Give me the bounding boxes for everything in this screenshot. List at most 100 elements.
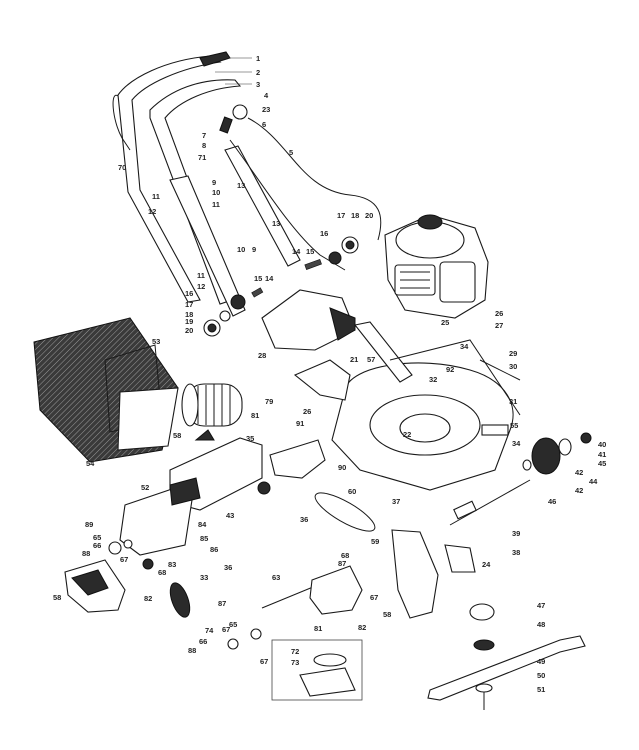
callout-36b: 36 <box>224 563 232 572</box>
callout-67b: 67 <box>370 593 378 602</box>
svg-text:90: 90 <box>338 463 346 472</box>
callout-21: 21 <box>350 355 358 364</box>
callout-68a: 68 <box>158 568 166 577</box>
svg-text:51: 51 <box>537 685 545 694</box>
svg-text:58: 58 <box>53 593 61 602</box>
callout-45: 45 <box>598 459 606 468</box>
svg-text:87: 87 <box>338 559 346 568</box>
callout-10a: 10 <box>212 188 220 197</box>
callout-42b: 42 <box>575 486 583 495</box>
rear-axle <box>449 479 531 526</box>
deck-label: 22 <box>403 430 411 439</box>
lower-handle-right <box>224 145 301 267</box>
svg-text:66: 66 <box>93 541 101 550</box>
callout-14a: 14 <box>292 247 301 256</box>
callout-58a: 58 <box>173 431 181 440</box>
svg-text:35: 35 <box>246 434 254 443</box>
callout-13a: 13 <box>237 181 245 190</box>
svg-text:50: 50 <box>537 671 545 680</box>
drive-housing <box>119 437 326 556</box>
callout-11b: 11 <box>152 192 160 201</box>
svg-text:34: 34 <box>460 342 469 351</box>
svg-text:52: 52 <box>141 483 149 492</box>
callout-67d: 67 <box>260 657 268 666</box>
svg-text:82: 82 <box>358 623 366 632</box>
svg-text:14: 14 <box>292 247 301 256</box>
svg-text:20: 20 <box>185 326 193 335</box>
callout-3: 3 <box>225 80 260 89</box>
callout-87a: 87 <box>338 559 346 568</box>
svg-text:70: 70 <box>118 163 126 172</box>
callout-8: 8 <box>202 141 206 150</box>
svg-text:82: 82 <box>144 594 152 603</box>
svg-text:26: 26 <box>303 407 311 416</box>
svg-text:27: 27 <box>495 321 503 330</box>
callout-23: 23 <box>262 105 270 114</box>
svg-text:13: 13 <box>237 181 245 190</box>
callout-38: 38 <box>512 548 520 557</box>
svg-text:57: 57 <box>367 355 375 364</box>
transmission <box>169 565 363 650</box>
rear-deflector <box>261 289 356 351</box>
svg-text:67: 67 <box>120 555 128 564</box>
svg-text:12: 12 <box>148 207 156 216</box>
callout-81b: 81 <box>314 624 322 633</box>
callout-33: 33 <box>200 573 208 582</box>
clamp-spring <box>219 116 233 134</box>
callout-81a: 81 <box>251 411 259 420</box>
callout-26a: 26 <box>495 309 503 318</box>
svg-text:2: 2 <box>256 68 260 77</box>
callout-13b: 13 <box>272 219 280 228</box>
svg-text:30: 30 <box>509 362 517 371</box>
callout-20a: 20 <box>365 211 373 220</box>
mower-blade <box>427 603 586 710</box>
svg-text:11: 11 <box>152 192 160 201</box>
svg-text:67: 67 <box>260 657 268 666</box>
handle-assembly <box>112 51 382 337</box>
callout-88a: 88 <box>82 549 90 558</box>
svg-text:58: 58 <box>173 431 181 440</box>
callout-41: 41 <box>598 450 606 459</box>
handle-knob <box>232 104 248 120</box>
callout-26b: 26 <box>303 407 311 416</box>
svg-text:17: 17 <box>337 211 345 220</box>
callout-15a: 15 <box>306 247 314 256</box>
svg-text:60: 60 <box>348 487 356 496</box>
svg-text:18: 18 <box>351 211 359 220</box>
svg-text:25: 25 <box>441 318 449 327</box>
svg-text:11: 11 <box>212 200 220 209</box>
svg-text:16: 16 <box>185 289 193 298</box>
callout-63: 63 <box>272 573 280 582</box>
svg-text:87: 87 <box>218 599 226 608</box>
svg-text:79: 79 <box>265 397 273 406</box>
svg-text:43: 43 <box>226 511 234 520</box>
callout-91: 91 <box>296 419 304 428</box>
svg-text:81: 81 <box>251 411 259 420</box>
callout-82b: 82 <box>358 623 366 632</box>
svg-text:55: 55 <box>510 421 518 430</box>
callout-31: 31 <box>509 397 517 406</box>
callout-11a: 11 <box>212 200 220 209</box>
front-wheel-cover <box>64 539 154 613</box>
callout-12b: 12 <box>197 282 205 291</box>
svg-text:7: 7 <box>202 131 206 140</box>
svg-text:3: 3 <box>256 80 260 89</box>
callout-2: 2 <box>215 68 260 77</box>
callout-90: 90 <box>338 463 346 472</box>
callout-42a: 42 <box>575 468 583 477</box>
svg-text:9: 9 <box>212 178 216 187</box>
svg-text:15: 15 <box>254 274 262 283</box>
callout-73: 73 <box>291 658 299 667</box>
callout-10b: 10 <box>237 245 245 254</box>
filter-cartridge <box>181 383 243 441</box>
svg-text:88: 88 <box>82 549 90 558</box>
svg-text:17: 17 <box>185 300 193 309</box>
svg-text:38: 38 <box>512 548 520 557</box>
svg-text:21: 21 <box>350 355 358 364</box>
svg-text:36: 36 <box>300 515 308 524</box>
callout-74: 74 <box>205 626 214 635</box>
svg-text:54: 54 <box>86 459 95 468</box>
svg-text:89: 89 <box>85 520 93 529</box>
svg-text:81: 81 <box>314 624 322 633</box>
